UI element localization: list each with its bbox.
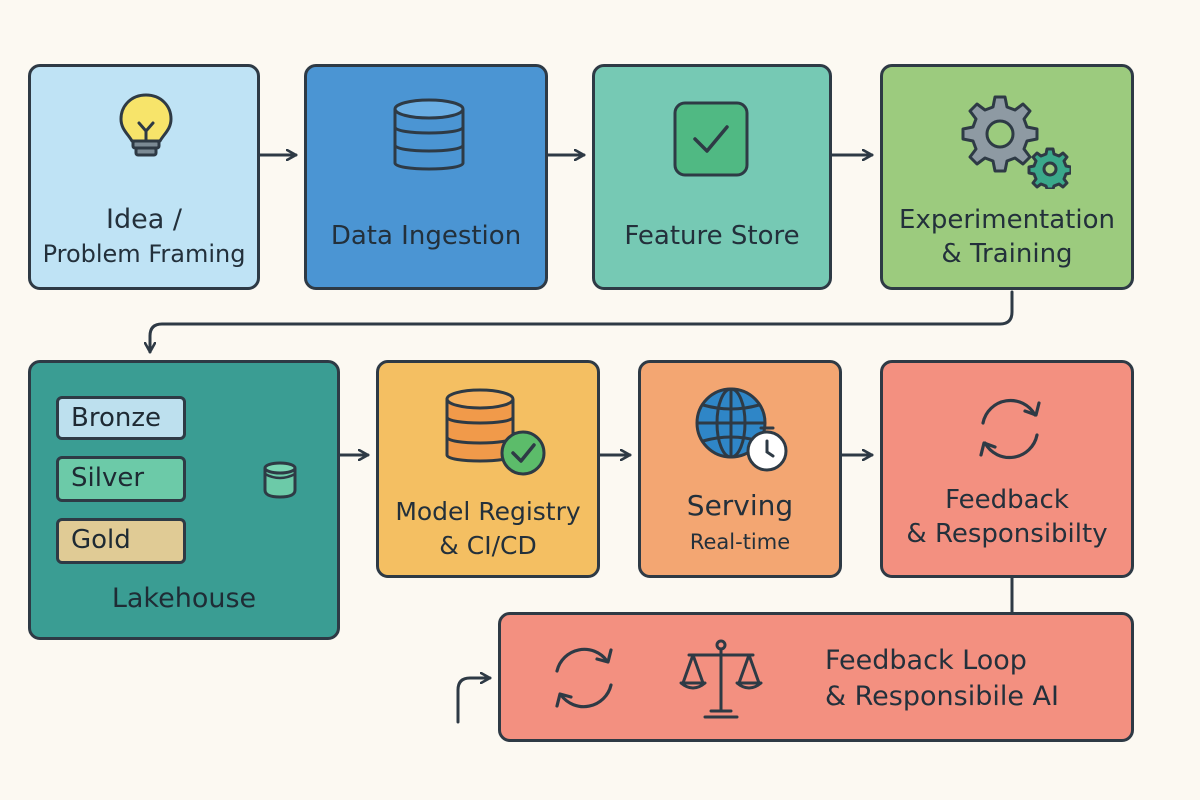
lightbulb-icon [119,93,173,157]
tier-gold-label: Gold [71,525,131,555]
stage-registry-line1: Model Registry [395,497,581,526]
stage-training-line2: & Training [941,239,1073,269]
arrow-training-to-lakehouse [150,290,1014,354]
scales-icon [679,639,763,719]
arrow-return-into-loop [456,678,492,724]
stage-training-line1: Experimentation [899,205,1115,235]
tier-gold: Gold [56,518,186,564]
stage-feedback-loop: Feedback Loop & Responsibile AI [498,612,1134,742]
tier-silver-label: Silver [71,463,145,493]
stage-feedback-loop-label: Feedback Loop & Responsibile AI [825,643,1059,715]
cycle-icon [555,647,613,709]
stage-lakehouse-label: Lakehouse [111,583,257,614]
stage-ingestion-label: Data Ingestion [307,219,545,253]
database-icon [393,98,465,171]
stage-serving-line2: Real-time [689,530,791,554]
storage-bucket-icon [263,461,297,499]
stage-registry-label: Model Registry & CI/CD [379,495,597,563]
stage-feedback-loop-line2: & Responsibile AI [825,681,1059,712]
stage-ingestion: Data Ingestion [304,64,548,290]
checkbox-icon [673,101,749,177]
stage-registry: Model Registry & CI/CD [376,360,600,578]
stage-idea-label: Idea / Problem Framing [31,203,257,271]
database-check-icon [445,388,546,476]
refresh-icon [979,398,1041,460]
stage-training-label: Experimentation & Training [883,203,1131,271]
stage-feature-store-label: Feature Store [595,219,829,253]
stage-ingestion-line1: Data Ingestion [330,221,522,251]
stage-serving: Serving Real-time [638,360,842,578]
stage-serving-line1: Serving [686,489,794,522]
stage-feedback-line2: & Responsibilty [906,519,1108,549]
gears-icon [961,95,1071,189]
tier-bronze: Bronze [56,396,186,440]
stage-feature-store-line1: Feature Store [624,221,800,251]
stage-training: Experimentation & Training [880,64,1134,290]
stage-serving-label: Serving Real-time [641,487,839,559]
stage-registry-line2: & CI/CD [439,531,537,560]
tier-bronze-label: Bronze [71,403,161,433]
stage-feedback-loop-line1: Feedback Loop [825,645,1027,676]
stage-feedback: Feedback & Responsibilty [880,360,1134,578]
tier-silver: Silver [56,456,186,502]
globe-clock-icon [695,387,788,472]
stage-idea: Idea / Problem Framing [28,64,260,290]
stage-feedback-label: Feedback & Responsibilty [883,483,1131,551]
stage-feedback-line1: Feedback [945,485,1069,515]
stage-idea-line2: Problem Framing [42,240,246,268]
stage-feature-store: Feature Store [592,64,832,290]
stage-idea-line1: Idea / [106,204,182,235]
